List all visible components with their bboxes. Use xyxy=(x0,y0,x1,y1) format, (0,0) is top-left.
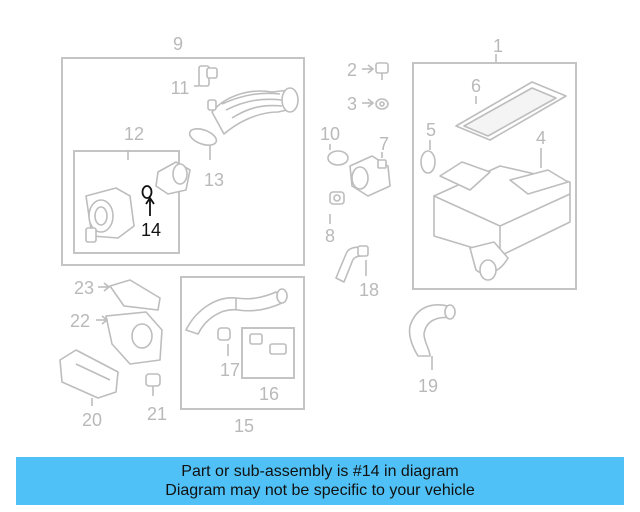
part-21-bolt[interactable] xyxy=(145,373,161,396)
part-12-throttle-body[interactable] xyxy=(85,150,191,243)
callout-16: 16 xyxy=(259,384,279,404)
part-intake-duct[interactable] xyxy=(207,87,299,135)
group-box-9 xyxy=(61,57,305,266)
callout-5: 5 xyxy=(426,120,436,140)
part-8-fitting[interactable] xyxy=(329,191,345,224)
callout-15: 15 xyxy=(234,416,254,436)
callout-6: 6 xyxy=(471,76,481,96)
callout-4: 4 xyxy=(536,128,546,148)
callout-20: 20 xyxy=(82,410,102,430)
info-banner: Part or sub-assembly is #14 in diagram D… xyxy=(16,457,624,505)
callout-23: 23 xyxy=(74,278,94,298)
callout-13: 13 xyxy=(204,170,224,190)
callout-10: 10 xyxy=(320,124,340,144)
parts-diagram: 9 11 12 13 14 1 2 3 6 5 4 10 7 8 18 19 2… xyxy=(59,34,577,436)
group-box-1 xyxy=(412,62,577,290)
callout-19: 19 xyxy=(418,376,438,396)
part-3-washer[interactable] xyxy=(362,98,389,110)
callout-17: 17 xyxy=(220,360,240,380)
callout-21: 21 xyxy=(147,404,167,424)
part-19-elbow-hose[interactable] xyxy=(408,304,456,370)
part-2-bolt[interactable] xyxy=(362,62,389,80)
part-23-cover[interactable] xyxy=(98,279,161,311)
part-10-clamp[interactable] xyxy=(327,144,349,166)
callout-1: 1 xyxy=(493,36,503,56)
part-1-air-cleaner-box[interactable] xyxy=(433,54,571,281)
part-16-bolts[interactable] xyxy=(249,333,287,355)
part-11-clip[interactable] xyxy=(194,65,218,87)
part-14-o-ring[interactable] xyxy=(141,185,155,216)
part-15-hose-set[interactable] xyxy=(185,288,288,335)
part-6-filter[interactable] xyxy=(455,81,567,141)
callout-22: 22 xyxy=(70,311,90,331)
callout-11: 11 xyxy=(171,78,190,98)
part-5-seal[interactable] xyxy=(420,140,436,174)
part-17-clip[interactable] xyxy=(217,327,231,356)
callout-18: 18 xyxy=(359,280,379,300)
part-7-maf-sensor[interactable] xyxy=(349,152,391,197)
part-22-resonator[interactable] xyxy=(96,311,163,365)
banner-line-1: Part or sub-assembly is #14 in diagram xyxy=(181,463,459,480)
banner-line-2: Diagram may not be specific to your vehi… xyxy=(165,482,475,499)
group-box-16 xyxy=(241,327,295,379)
part-13-clamp[interactable] xyxy=(187,126,218,160)
callout-8: 8 xyxy=(325,226,335,246)
part-18-breather-pipe[interactable] xyxy=(335,245,369,283)
callout-7: 7 xyxy=(379,134,389,154)
callout-9: 9 xyxy=(173,34,183,54)
part-20-duct[interactable] xyxy=(59,349,119,406)
callout-3: 3 xyxy=(347,94,357,114)
callout-14[interactable]: 14 xyxy=(141,220,161,240)
group-box-12 xyxy=(73,150,180,254)
callout-2: 2 xyxy=(347,60,357,80)
callout-12: 12 xyxy=(124,124,144,144)
group-box-15 xyxy=(180,276,305,410)
